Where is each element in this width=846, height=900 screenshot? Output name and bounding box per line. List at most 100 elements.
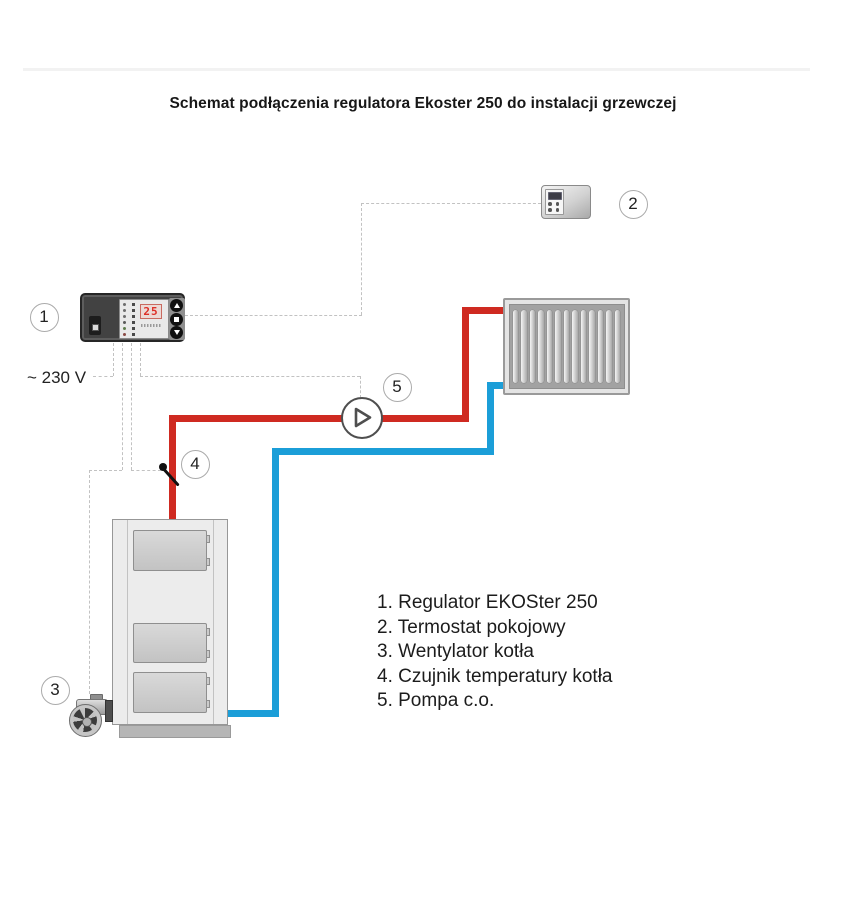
led-row	[123, 320, 135, 324]
wire-fan-v1	[122, 343, 123, 470]
thermostat-button	[555, 208, 559, 212]
led-icon	[123, 320, 126, 324]
boiler-base	[119, 725, 231, 738]
voltage-label: ~ 230 V	[27, 368, 87, 387]
callout-5-number: 5	[392, 377, 402, 396]
callout-3: 3	[40, 675, 70, 705]
callout-2: 2	[618, 189, 648, 219]
boiler-panel-seam	[127, 520, 128, 724]
legend-item-3: 3. Wentylator kotła	[377, 641, 535, 663]
return-pipe-to-boiler	[224, 709, 279, 717]
hinge-icon	[205, 677, 210, 685]
fan-flange	[105, 700, 113, 722]
supply-pipe-riser	[461, 306, 469, 422]
supply-pipe-horizontal	[168, 414, 469, 422]
led-row	[123, 314, 135, 318]
wire-pump-h	[140, 376, 360, 377]
led-icon	[123, 326, 126, 330]
led-indicator	[132, 308, 135, 312]
led-indicator	[132, 314, 135, 318]
ok-button	[170, 312, 183, 326]
up-button	[170, 299, 183, 312]
arrow-up-icon	[173, 303, 180, 308]
wire-fan-h	[89, 470, 122, 471]
legend-item-4: 4. Czujnik temperatury kotła	[377, 665, 613, 687]
radiator-fin	[563, 310, 570, 383]
callout-1-number: 1	[39, 307, 49, 326]
controller-front-panel: 25	[119, 298, 169, 339]
fan-icon	[69, 704, 102, 737]
led-icon	[123, 302, 126, 306]
temperature-display: 25	[140, 303, 162, 319]
diagram-title: Schemat podłączenia regulatora Ekoster 2…	[169, 95, 677, 112]
wire-thermostat-h2	[361, 203, 541, 204]
legend-item-2: 2. Termostat pokojowy	[377, 616, 566, 638]
radiator-fin	[572, 310, 578, 383]
radiator-fin	[529, 310, 536, 383]
led-icon	[123, 314, 126, 318]
return-pipe-from-radiator	[486, 381, 506, 389]
radiator-fin	[546, 310, 553, 383]
led-row	[123, 326, 135, 330]
boiler-panel-seam	[213, 520, 214, 724]
wire-thermostat-v	[361, 203, 362, 315]
thermostat-display	[547, 191, 562, 200]
led-icon	[123, 308, 126, 312]
hinge-icon	[205, 535, 210, 543]
callout-2-number: 2	[628, 194, 638, 213]
radiator-fin	[538, 310, 544, 383]
return-pipe-horizontal	[271, 447, 494, 455]
pump-triangle-icon	[354, 407, 372, 428]
fan-hub	[81, 716, 92, 727]
down-button	[170, 326, 183, 339]
boiler-door-bottom	[133, 672, 210, 713]
radiator-fins	[508, 304, 625, 389]
callout-4-number: 4	[190, 454, 200, 473]
thermostat-button	[548, 202, 552, 206]
led-icon	[123, 332, 126, 336]
supply-pipe-to-radiator	[461, 306, 506, 314]
wire-pump-v1	[140, 343, 141, 376]
radiator-fin	[597, 310, 604, 383]
wire-thermostat-h1	[185, 315, 362, 316]
radiator-fin	[580, 310, 587, 383]
radiator-fin	[555, 310, 561, 383]
power-switch	[89, 316, 101, 335]
radiator-fin	[521, 310, 527, 383]
regulator-device: 25	[80, 293, 185, 342]
pump-icon	[341, 397, 383, 439]
square-icon	[174, 316, 179, 322]
hinge-icon	[205, 628, 210, 636]
brand-logo	[141, 323, 161, 327]
thermostat-button	[555, 202, 559, 206]
hinge-icon	[205, 700, 210, 708]
callout-1: 1	[29, 302, 59, 332]
radiator-fin	[512, 310, 519, 383]
hinge-icon	[205, 650, 210, 658]
legend-list: 1. Regulator EKOSter 250 2. Termostat po…	[377, 591, 613, 714]
boiler-door-middle	[133, 623, 210, 663]
wire-sensor-v	[131, 343, 132, 470]
wire-power-v	[113, 343, 114, 376]
led-indicator	[132, 320, 135, 324]
boiler-door-top	[133, 530, 210, 571]
wire-power-h	[93, 376, 113, 377]
led-indicator	[132, 332, 135, 336]
image-frame-edge	[23, 68, 810, 71]
legend-item-1: 1. Regulator EKOSter 250	[377, 592, 598, 613]
thermostat-device	[541, 185, 591, 219]
supply-pipe-boiler-riser	[168, 414, 176, 522]
wire-fan-v2	[89, 470, 90, 694]
thermostat-buttons	[548, 202, 561, 212]
return-pipe-drop1	[486, 381, 494, 455]
callout-5: 5	[382, 372, 412, 402]
wire-sensor-h	[131, 470, 161, 471]
radiator-fin	[589, 310, 595, 383]
led-row	[123, 332, 135, 336]
led-row	[123, 308, 135, 312]
radiator-fin	[614, 310, 621, 383]
led-row	[123, 302, 135, 306]
return-pipe-drop2	[271, 447, 279, 717]
hinge-icon	[205, 558, 210, 566]
